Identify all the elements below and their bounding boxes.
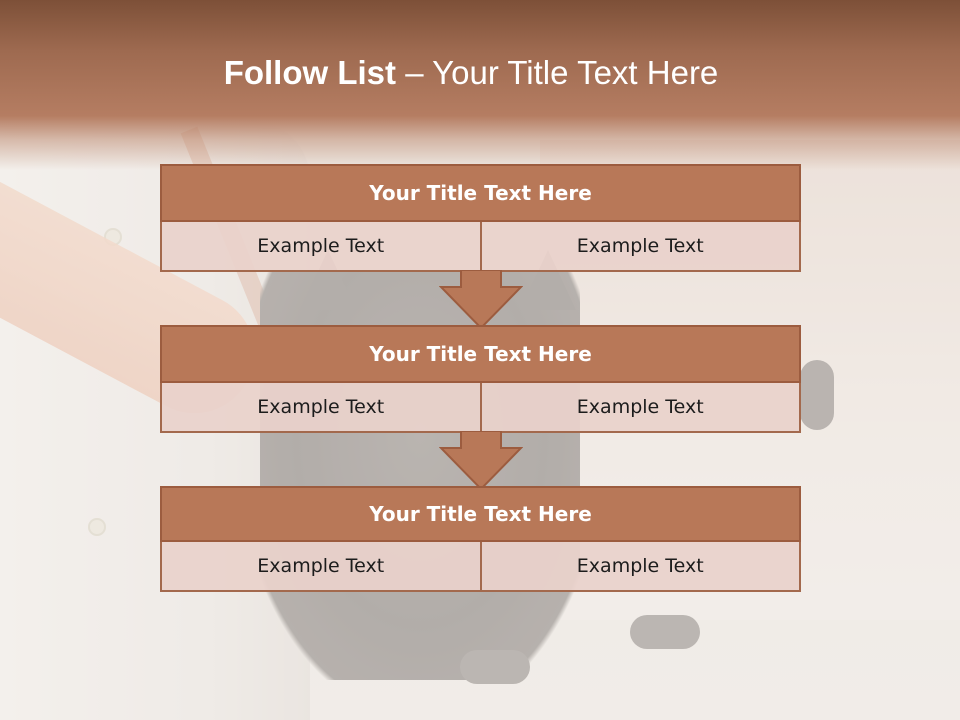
flow-block-cell-right: Example Text [481,222,801,272]
background-kitten-paw [460,650,530,684]
slide-title-rest: – Your Title Text Here [396,54,719,91]
background-kitten-paw [630,615,700,649]
flow-block-2: Your Title Text Here Example Text Exampl… [160,325,801,433]
slide-title: Follow List – Your Title Text Here [0,54,942,92]
flow-block-cell-left: Example Text [160,222,482,272]
flow-block-row: Example Text Example Text [160,542,801,592]
flow-block-cell-right: Example Text [481,383,801,433]
background-coat-button [88,518,106,536]
down-arrow-icon [439,431,523,491]
flow-block-row: Example Text Example Text [160,383,801,433]
flow-block-cell-right: Example Text [481,542,801,592]
background-kitten-tail [800,360,834,430]
flow-block-cell-left: Example Text [160,383,482,433]
flow-block-heading: Your Title Text Here [160,325,801,383]
slide-title-bold: Follow List [223,54,397,91]
flow-block-3: Your Title Text Here Example Text Exampl… [160,486,801,592]
header-band [0,0,960,170]
flow-block-cell-left: Example Text [160,542,482,592]
flow-block-heading: Your Title Text Here [160,486,801,542]
flow-block-heading: Your Title Text Here [160,164,801,222]
flow-block-row: Example Text Example Text [160,222,801,272]
flow-block-1: Your Title Text Here Example Text Exampl… [160,164,801,272]
down-arrow-icon [439,270,523,330]
